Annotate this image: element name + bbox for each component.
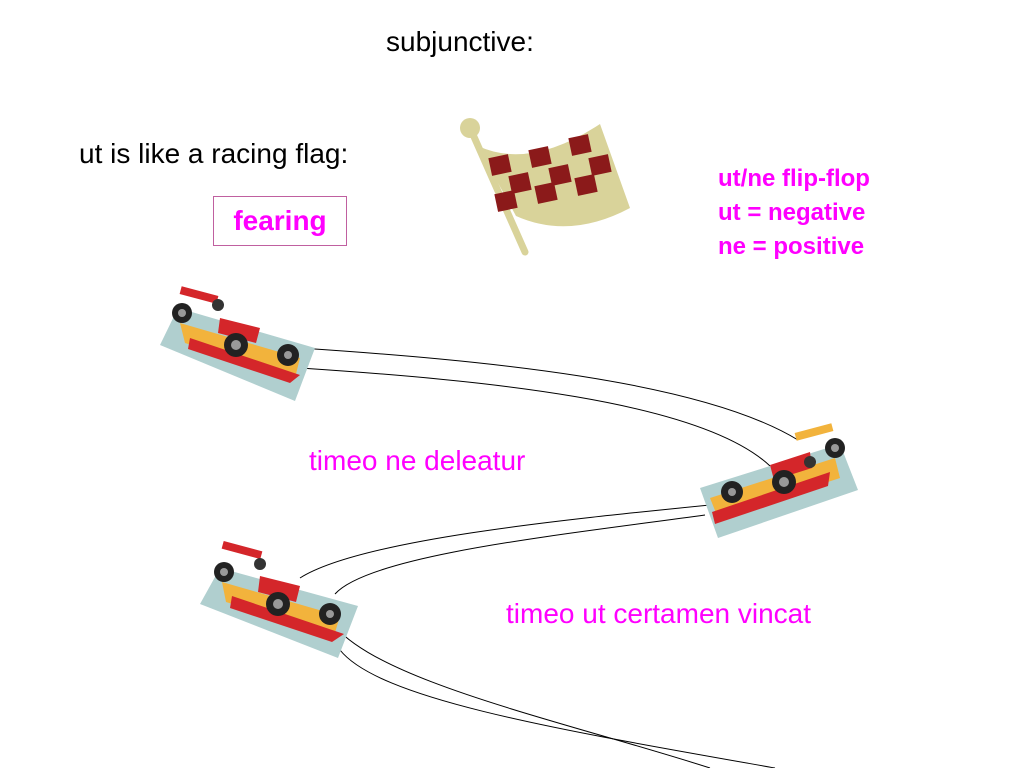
fearing-label: fearing [233, 205, 327, 236]
rule-line-3: ne = positive [718, 233, 865, 260]
road-track-2 [299, 504, 711, 595]
flip-flop-rule: ut/ne flip-flop ut = negative ne = posit… [718, 162, 870, 264]
race-car-icon [200, 540, 358, 658]
race-car-icon [160, 286, 315, 401]
checkered-flag-icon [460, 118, 630, 256]
rule-line-1: ut/ne flip-flop [718, 165, 870, 192]
rule-line-2: ut = negative [718, 199, 866, 226]
fearing-box: fearing [213, 196, 347, 246]
flag-caption: ut is like a racing flag: [79, 138, 349, 169]
race-car-icon [700, 423, 858, 538]
example-ut-clause: timeo ut certamen vincat [506, 598, 812, 629]
road-track-1 [299, 347, 799, 467]
road-track-3 [329, 619, 776, 768]
slide-title: subjunctive: [386, 26, 534, 57]
example-ne-clause: timeo ne deleatur [309, 445, 526, 476]
